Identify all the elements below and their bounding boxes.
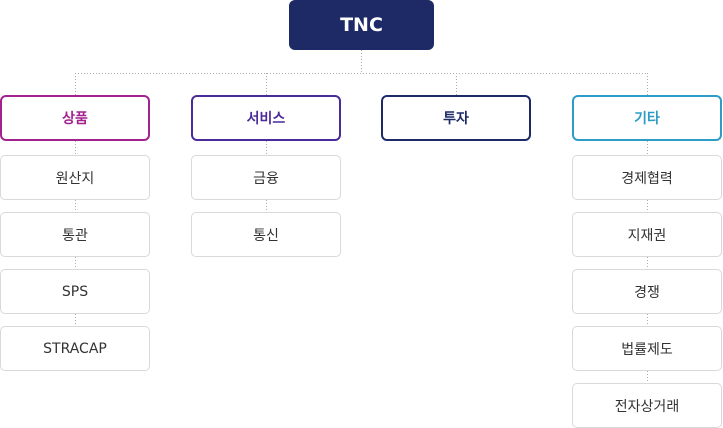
item-telecom: 통신 [191,212,341,257]
category-etc: 기타 [572,95,722,141]
item-economic-cooperation: 경제협력 [572,155,722,200]
category-service: 서비스 [191,95,341,141]
root-node: TNC [289,0,434,50]
category-investment: 투자 [381,95,531,141]
item-competition: 경쟁 [572,269,722,314]
item-finance: 금융 [191,155,341,200]
item-legal-system: 법률제도 [572,326,722,371]
item-customs: 통관 [0,212,150,257]
item-sps: SPS [0,269,150,314]
item-origin: 원산지 [0,155,150,200]
item-stracap: STRACAP [0,326,150,371]
category-product: 상품 [0,95,150,141]
item-e-commerce: 전자상거래 [572,383,722,428]
item-ip-rights: 지재권 [572,212,722,257]
